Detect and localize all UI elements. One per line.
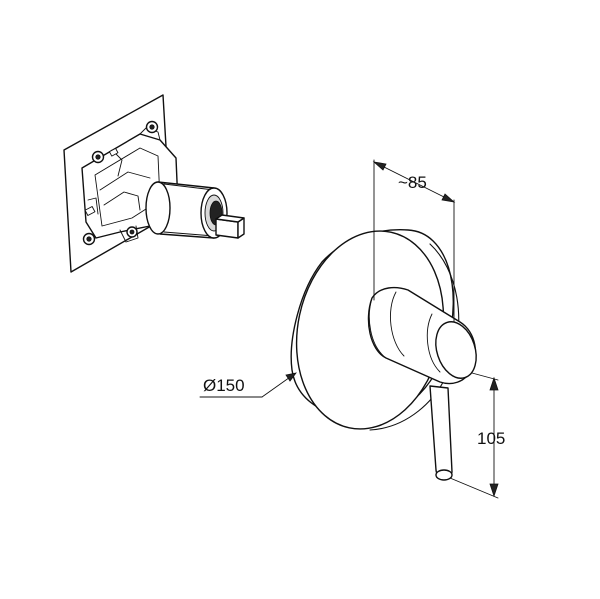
dimension-projection-label: ~85 [398, 173, 427, 192]
screw-boss-top-left [91, 150, 105, 164]
screw-boss-top-right [145, 120, 159, 134]
dimension-diameter-label: Ø150 [203, 376, 245, 395]
dimension-projection: ~85 [372, 159, 456, 323]
spindle [215, 214, 245, 239]
cartridge-cylinder [145, 181, 228, 239]
screw-boss-bottom-left [82, 232, 96, 246]
trim-set [290, 229, 477, 481]
dimension-height-label: 105 [477, 429, 505, 448]
lever [429, 385, 453, 481]
dimension-diameter: Ø150 [199, 372, 297, 398]
handle-body [367, 286, 477, 385]
screw-boss-bottom-right [126, 226, 138, 238]
dimension-height: 105 [449, 372, 505, 499]
concealed-valve-body [63, 94, 245, 273]
